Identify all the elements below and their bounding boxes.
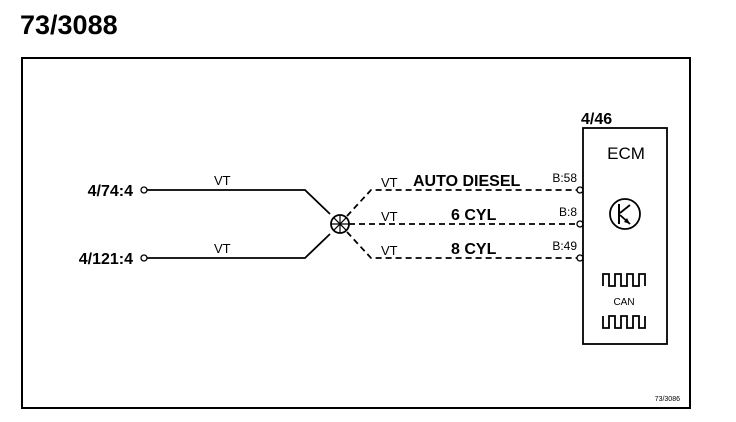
splice-icon — [330, 214, 350, 234]
branch-wire-auto-diesel — [346, 189, 577, 217]
wire-color-bottom: VT — [214, 241, 231, 256]
diagram-frame — [21, 57, 691, 409]
pin-terminal-b58 — [576, 186, 584, 194]
ecm-module-box — [582, 127, 668, 345]
branch-label-6-cyl: 6 CYL — [451, 207, 497, 224]
pin-label-b49: B:49 — [552, 239, 577, 253]
branch-wire-8-cyl — [346, 231, 577, 259]
branch-wire-color-3: VT — [381, 243, 398, 258]
pin-terminal-b49 — [576, 254, 584, 262]
connector-label-bottom: 4/121:4 — [79, 251, 133, 268]
wire-color-top: VT — [214, 173, 231, 188]
connector-label-top: 4/74:4 — [88, 183, 133, 200]
module-name: ECM — [607, 144, 645, 163]
module-id: 4/46 — [581, 111, 612, 128]
pin-label-b58: B:58 — [552, 171, 577, 185]
pin-terminal-b8 — [576, 220, 584, 228]
connector-terminal-bottom — [140, 254, 148, 262]
branch-label-8-cyl: 8 CYL — [451, 241, 497, 258]
footer-reference: 73/3086 — [655, 396, 680, 403]
branch-wire-color-1: VT — [381, 175, 398, 190]
pin-label-b8: B:8 — [559, 205, 577, 219]
wire-top — [147, 189, 331, 215]
wire-bottom — [147, 233, 331, 259]
branch-wire-color-2: VT — [381, 209, 398, 224]
can-signal-icon — [602, 273, 646, 329]
can-bus-label: CAN — [613, 297, 634, 308]
branch-label-auto-diesel: AUTO DIESEL — [413, 173, 521, 190]
diagram-title: 73/3088 — [20, 10, 118, 40]
transistor-icon — [609, 198, 641, 230]
connector-terminal-top — [140, 186, 148, 194]
